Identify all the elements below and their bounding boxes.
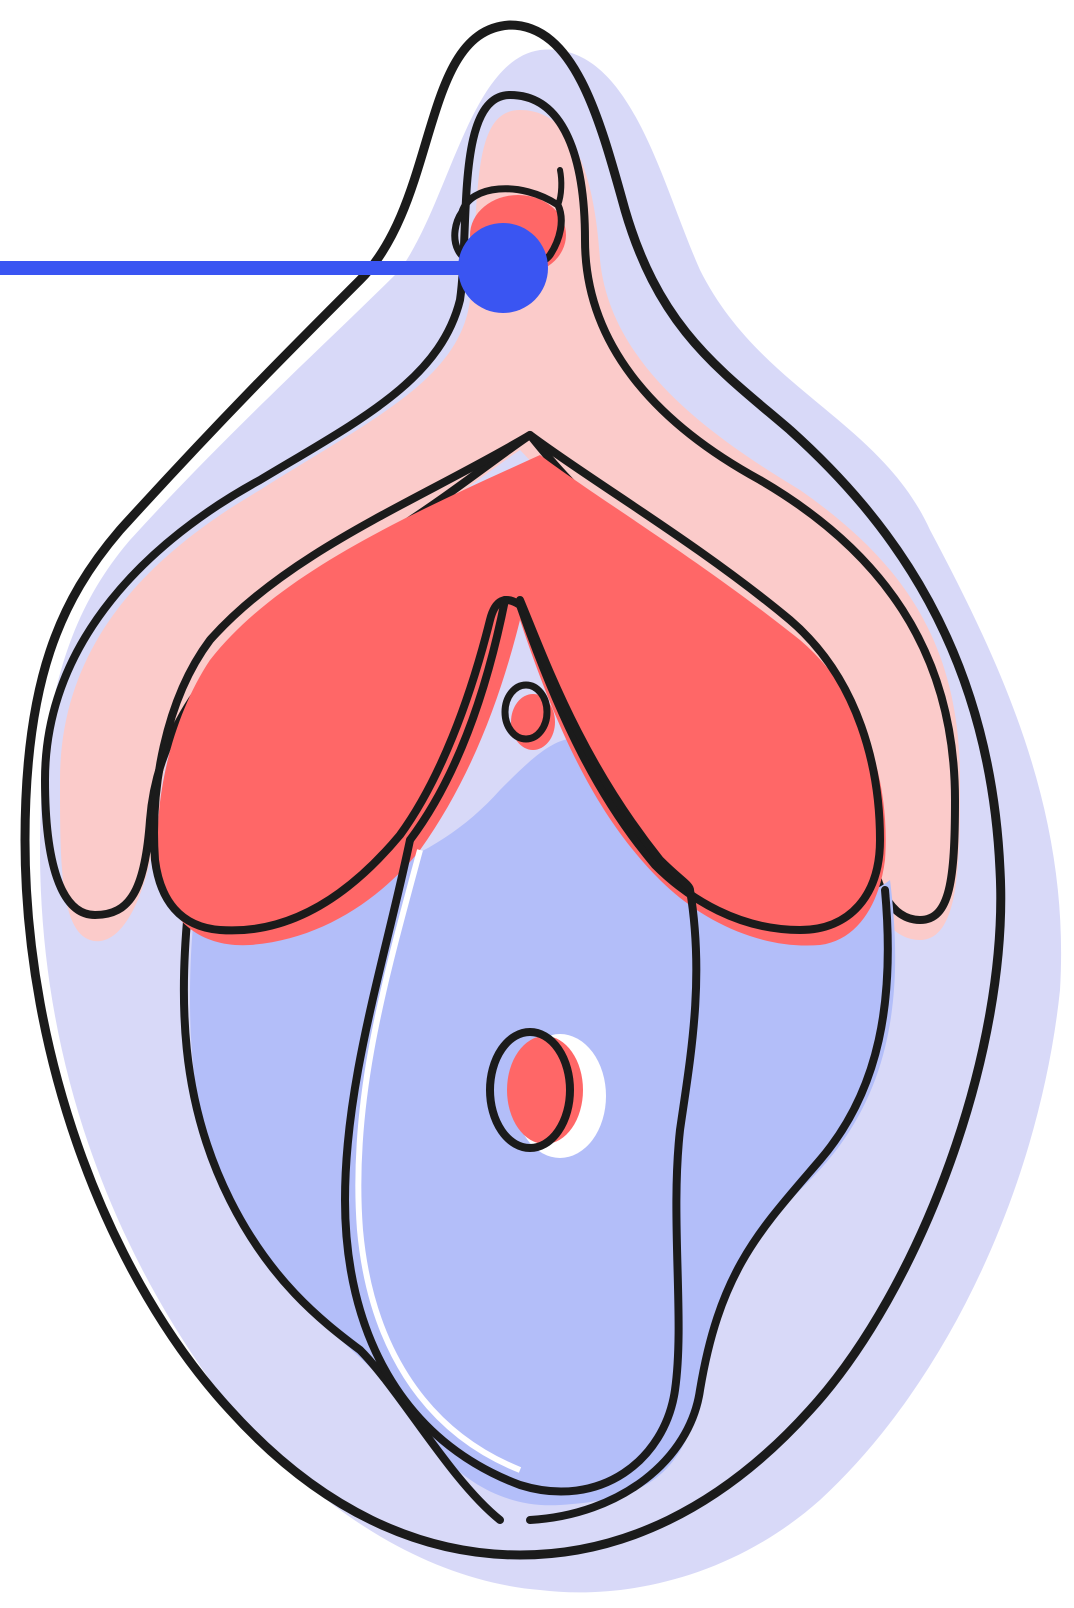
clitoral-glans-tail — [558, 170, 561, 205]
pointer-dot — [458, 223, 548, 313]
